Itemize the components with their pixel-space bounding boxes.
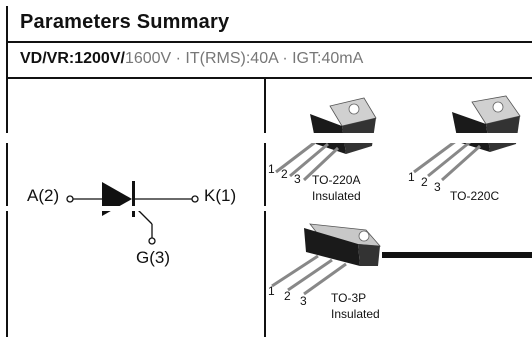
to220c-pin-1: 1 — [408, 170, 415, 184]
scr-symbol — [66, 181, 199, 245]
to220a-note: Insulated — [312, 189, 361, 203]
to220c-pin-2: 2 — [421, 175, 428, 189]
anode-label: A(2) — [27, 186, 60, 205]
parameters-line: VD/VR:1200V/1600V · IT(RMS):40A · IGT:40… — [20, 50, 363, 68]
to220a-package-icon — [275, 97, 377, 182]
cathode-label: K(1) — [204, 186, 237, 205]
to220a-pin-3: 3 — [294, 172, 301, 186]
page-title: Parameters Summary — [20, 11, 230, 33]
parameters-rest: 1600V · IT(RMS):40A · IGT:40mA — [124, 50, 364, 67]
gate-label: G(3) — [136, 248, 170, 267]
to3p-label: TO-3P Insulated — [331, 290, 380, 322]
scan-gap-lower — [0, 206, 532, 211]
to220a-name: TO-220A — [312, 173, 361, 187]
to3p-name: TO-3P — [331, 291, 367, 305]
summary-frame — [6, 6, 532, 337]
diode-bar-icon — [132, 181, 135, 217]
to220a-label: TO-220A Insulated — [312, 172, 361, 204]
cathode-terminal-icon — [191, 195, 199, 203]
gate-terminal-icon — [148, 237, 156, 245]
parameters-voltage: VD/VR:1200V/ — [20, 50, 125, 67]
thick-divider-bar — [382, 252, 532, 258]
to220c-label: TO-220C — [450, 189, 500, 203]
to3p-pin-1: 1 — [268, 284, 275, 298]
to220c-pin-3: 3 — [434, 180, 441, 194]
to3p-pin-3: 3 — [300, 294, 307, 308]
anode-terminal-icon — [66, 195, 74, 203]
top-divider — [6, 41, 532, 43]
to220a-pin-2: 2 — [281, 167, 288, 181]
scan-gap-upper — [0, 133, 532, 143]
to3p-package-icon — [271, 223, 381, 296]
to3p-pin-2: 2 — [284, 289, 291, 303]
to220a-pin-1: 1 — [268, 162, 275, 176]
to3p-note: Insulated — [331, 307, 380, 321]
middle-divider — [6, 77, 532, 79]
